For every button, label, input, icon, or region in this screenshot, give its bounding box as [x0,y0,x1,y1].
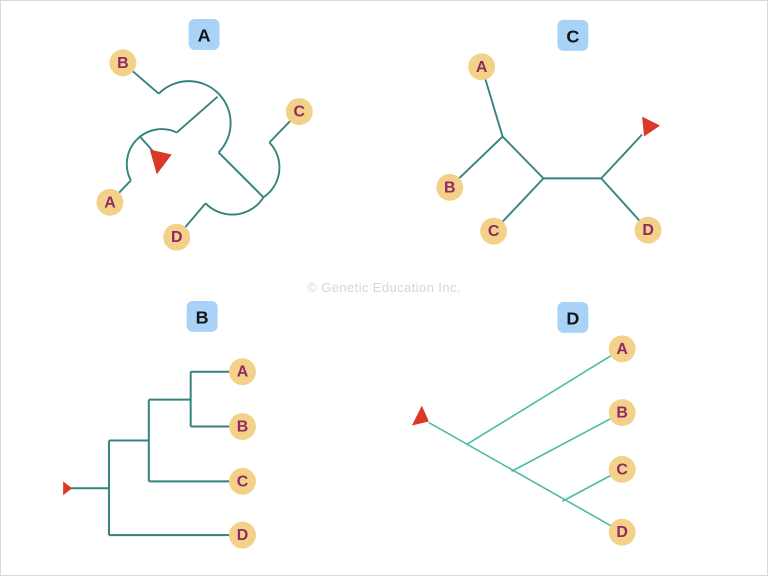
taxon-circle [229,521,256,549]
taxon-node-A: A [608,335,636,363]
taxon-circle [109,49,137,77]
panel-label-letter: A [198,25,211,45]
taxon-letter: C [294,104,306,121]
panel-label-letter: C [566,26,579,46]
root-arrow-icon [411,405,429,426]
taxon-circle [229,467,256,495]
taxon-node-A: A [468,53,496,81]
taxon-letter: D [616,524,628,541]
panel-label-C: C [557,19,589,51]
branch-path [600,133,643,180]
root-arrow-icon [642,116,661,137]
branch-path [501,135,545,180]
branch-path [262,141,281,199]
branch-path [217,151,265,198]
branch-path [158,80,232,154]
panel-label-B: B [186,300,218,332]
branch-path [466,348,623,446]
panel-label-box [557,301,589,333]
taxon-node-A: A [229,358,256,386]
branch-path [176,95,219,134]
panel-label-letter: B [196,307,209,327]
taxon-circle [285,98,313,126]
panel-label-letter: D [566,308,579,328]
taxon-letter: B [117,55,129,72]
branch-path [125,128,178,181]
panel-label-box [186,300,218,332]
taxon-node-A: A [96,188,124,216]
taxon-letter: A [104,194,116,211]
taxon-circle [163,223,191,251]
branch-path [428,421,623,533]
root-arrow-icon [63,481,73,496]
taxon-letter: D [642,222,654,239]
taxon-circle [608,335,636,363]
taxon-circle [608,455,636,483]
taxon-letter: D [171,229,183,246]
taxon-circle [229,413,256,440]
taxon-letter: B [237,419,249,436]
taxon-letter: B [444,179,456,196]
taxon-letter: A [476,59,488,76]
taxon-circle [480,217,508,245]
branch-path [204,196,265,216]
taxon-node-B: B [229,413,256,440]
taxon-circle [468,53,496,81]
taxon-circle [229,358,256,386]
taxon-node-B: B [436,173,464,201]
taxon-node-D: D [163,223,191,251]
taxon-node-C: C [608,455,636,483]
branch-path [511,411,623,473]
taxon-letter: A [237,364,249,381]
panel-A: B C A D A [96,18,313,251]
root-arrow-icon [149,149,172,175]
panel-B: A B C D B [63,300,256,549]
panel-label-box [188,18,220,50]
taxon-circle [436,173,464,201]
taxon-node-D: D [634,216,662,244]
taxon-node-B: B [109,49,137,77]
taxon-letter: B [616,405,628,422]
taxon-letter: C [237,473,249,490]
taxon-letter: C [616,461,628,478]
taxon-node-D: D [229,521,256,549]
taxon-circle [634,216,662,244]
taxon-letter: C [488,223,500,240]
taxon-letter: D [237,527,249,544]
panel-label-D: D [557,301,589,333]
taxon-node-C: C [229,467,256,495]
panel-C: A B C D C [436,19,662,245]
taxon-node-C: C [480,217,508,245]
taxon-circle [96,188,124,216]
panel-label-box [557,19,589,51]
panel-label-A: A [188,18,220,50]
taxon-letter: A [616,341,628,358]
taxon-circle [608,399,636,427]
taxon-node-D: D [608,518,636,546]
taxon-circle [608,518,636,546]
panel-D: A B C D D [411,301,636,546]
taxon-node-C: C [285,98,313,126]
taxon-node-B: B [608,399,636,427]
